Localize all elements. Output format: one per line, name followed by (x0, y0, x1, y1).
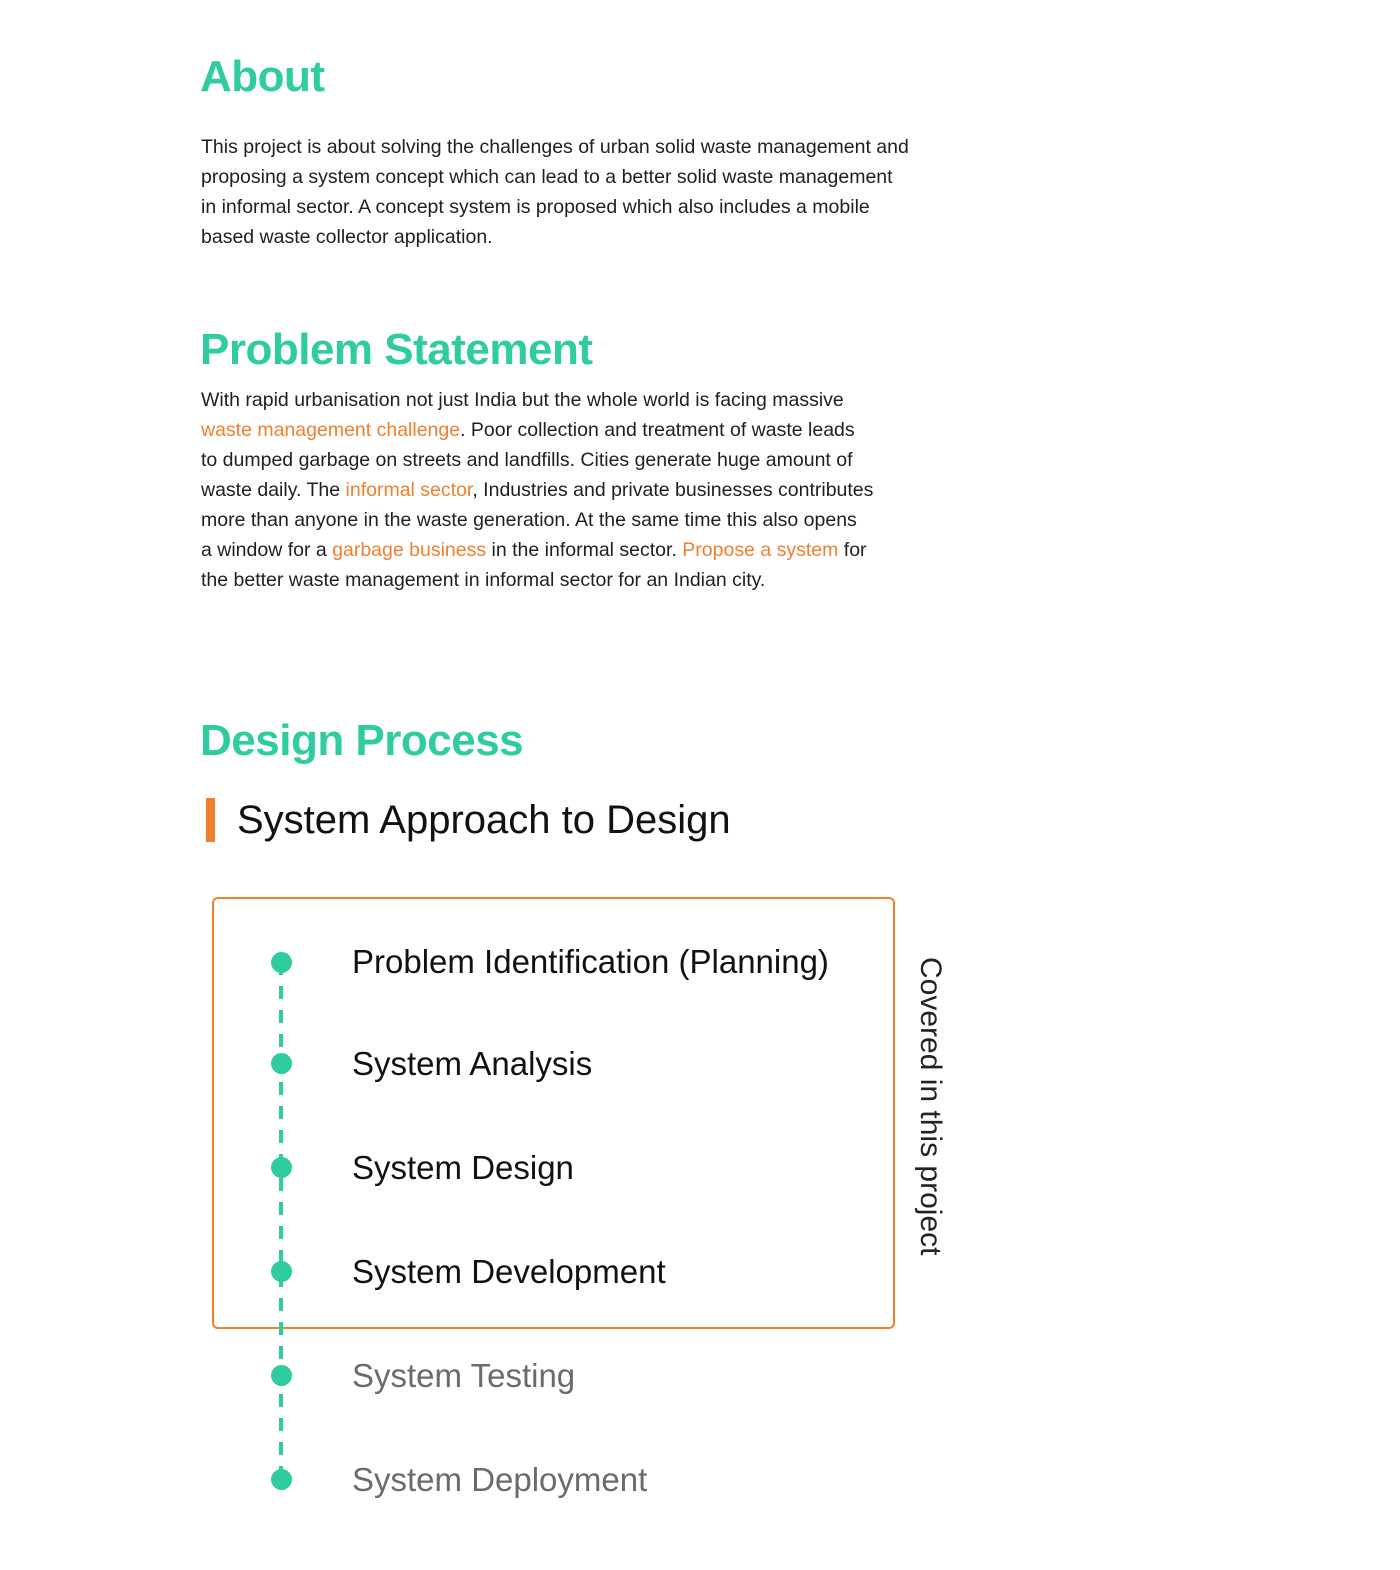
about-line: based waste collector application. (201, 226, 493, 248)
text-segment: a window for a (201, 539, 333, 561)
problem-line: waste daily. The informal sector, Indust… (201, 475, 961, 505)
highlighted-phrase: waste management challenge (201, 419, 461, 441)
problem-line: waste management challenge. Poor collect… (201, 415, 961, 445)
about-heading: About (200, 52, 325, 101)
text-segment: waste daily. The (201, 479, 346, 501)
step-problem-identification: Problem Identification (Planning) (352, 943, 829, 980)
step-system-analysis: System Analysis (352, 1045, 593, 1082)
about-line: proposing a system concept which can lea… (201, 166, 893, 188)
subheading-text: System Approach to Design (237, 797, 731, 842)
about-line: in informal sector. A concept system is … (201, 196, 870, 218)
text-segment: , Industries and private businesses cont… (472, 479, 874, 501)
accent-bar (206, 798, 215, 842)
step-system-deployment: System Deployment (352, 1461, 648, 1498)
problem-statement-heading: Problem Statement (200, 325, 593, 374)
step-system-design: System Design (352, 1149, 574, 1186)
timeline-dot (271, 952, 292, 973)
design-process-heading: Design Process (200, 716, 524, 765)
problem-line: more than anyone in the waste generation… (201, 505, 961, 535)
text-segment: more than anyone in the waste generation… (201, 509, 857, 531)
system-approach-subheading: System Approach to Design (206, 796, 731, 844)
text-segment: the better waste management in informal … (201, 569, 766, 591)
problem-line: the better waste management in informal … (201, 565, 961, 595)
covered-in-project-label: Covered in this project (914, 957, 947, 1256)
step-system-development: System Development (352, 1253, 666, 1290)
timeline-dot (271, 1365, 292, 1386)
timeline-dot (271, 1053, 292, 1074)
timeline-dashed-line (279, 962, 283, 1480)
text-segment: in the informal sector. (486, 539, 683, 561)
step-system-testing: System Testing (352, 1357, 576, 1394)
highlighted-phrase: garbage business (332, 539, 487, 561)
covered-scope-box (212, 897, 895, 1329)
text-segment: to dumped garbage on streets and landfil… (201, 449, 853, 471)
problem-line: to dumped garbage on streets and landfil… (201, 445, 961, 475)
problem-line: a window for a garbage business in the i… (201, 535, 961, 565)
about-line: This project is about solving the challe… (201, 136, 909, 158)
highlighted-phrase: Propose a system (682, 539, 839, 561)
timeline-dot (271, 1469, 292, 1490)
timeline-dot (271, 1261, 292, 1282)
problem-statement-paragraph: With rapid urbanisation not just India b… (201, 385, 961, 595)
text-segment: . Poor collection and treatment of waste… (460, 419, 855, 441)
highlighted-phrase: informal sector (345, 479, 473, 501)
problem-line: With rapid urbanisation not just India b… (201, 385, 961, 415)
text-segment: for (838, 539, 867, 561)
about-paragraph: This project is about solving the challe… (201, 132, 961, 252)
text-segment: With rapid urbanisation not just India b… (201, 389, 844, 411)
timeline-dot (271, 1157, 292, 1178)
